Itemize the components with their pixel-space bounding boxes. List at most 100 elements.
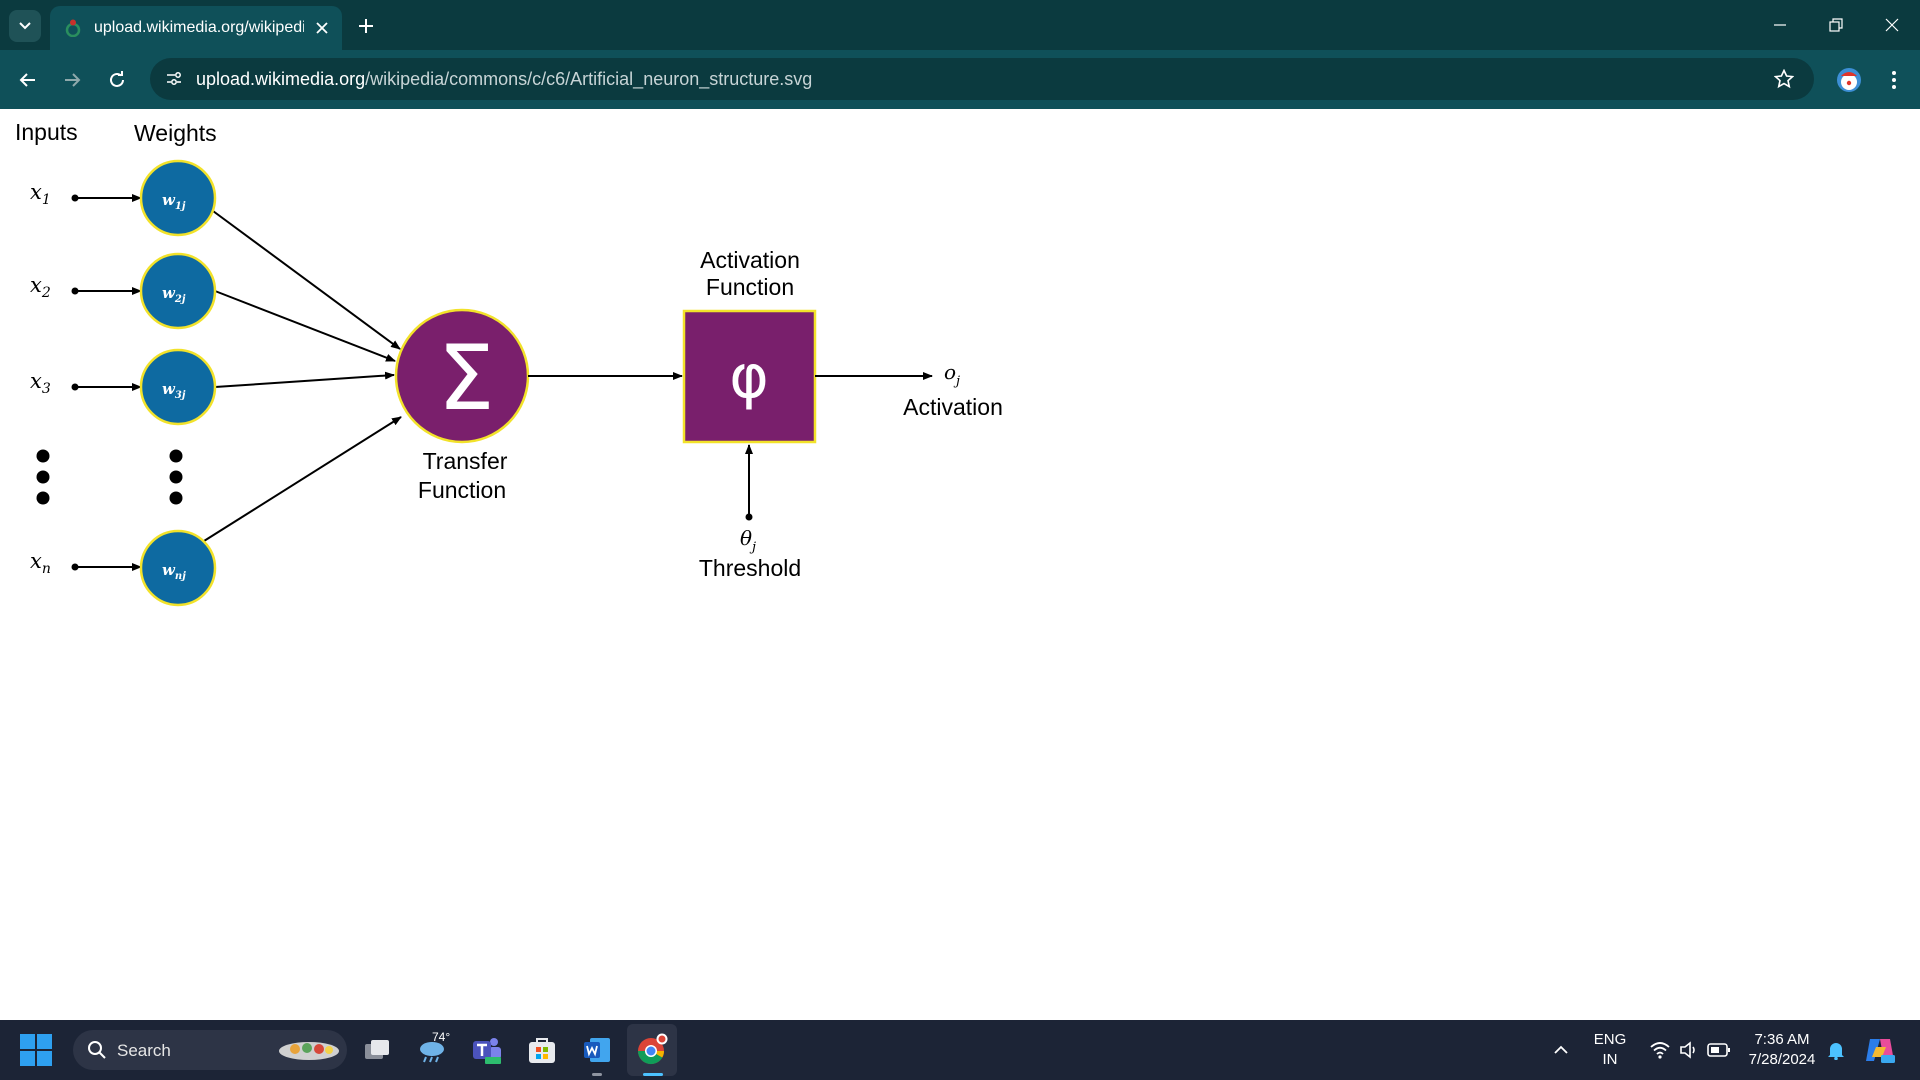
threshold-label: Threshold [699, 555, 801, 581]
input-label: x1 [30, 180, 51, 208]
quick-settings-button[interactable] [1640, 1030, 1740, 1070]
window-controls [1752, 0, 1920, 50]
svg-text:w2j: w2j [162, 284, 186, 305]
input-label: x2 [30, 273, 51, 301]
restore-icon [1829, 18, 1843, 32]
task-view-icon [365, 1040, 389, 1059]
language-code: ENG [1593, 1031, 1627, 1048]
teams-button[interactable] [467, 1030, 507, 1070]
task-view-button[interactable] [357, 1030, 397, 1070]
minimize-button[interactable] [1752, 0, 1808, 50]
search-highlight-icon [279, 1042, 339, 1060]
browser-titlebar: upload.wikimedia.org/wikipedia/commons/c… [0, 0, 1920, 50]
svg-text:w3j: w3j [162, 380, 186, 401]
weight-to-sum-arrow [214, 290, 396, 362]
copilot-button[interactable] [1860, 1030, 1900, 1070]
taskbar: Search 74° ENG IN 7:36 AM 7/28/2024 [0, 1020, 1920, 1080]
teams-icon [473, 1038, 501, 1064]
chrome-icon [637, 1033, 668, 1065]
bookmark-star-icon[interactable] [1772, 67, 1796, 91]
browser-menu-button[interactable] [1878, 64, 1910, 96]
browser-tab[interactable]: upload.wikimedia.org/wikipedia/commons/c… [50, 6, 342, 50]
site-info-icon[interactable] [162, 67, 186, 91]
chevron-down-icon [19, 22, 31, 30]
close-icon [1885, 18, 1899, 32]
arrow-right-icon [65, 73, 81, 87]
inputs-header: Inputs [15, 119, 78, 145]
weight-node: w3j [139, 348, 217, 426]
close-window-button[interactable] [1864, 0, 1920, 50]
input-label: xn [30, 549, 51, 577]
notifications-button[interactable] [1816, 1030, 1856, 1070]
search-icon [88, 1041, 106, 1059]
word-icon [584, 1038, 610, 1062]
svg-text:x1: x1 [30, 180, 51, 208]
weight-node: w1j [139, 159, 217, 237]
page-content: Inputs Weights x1 x2 x3 xn w1j [0, 109, 1920, 1020]
back-button[interactable] [12, 64, 44, 96]
input-arrow [71, 563, 142, 571]
svg-text:w1j: w1j [162, 191, 186, 212]
more-vertical-icon [1892, 71, 1896, 89]
address-bar[interactable]: upload.wikimedia.org/wikipedia/commons/c… [150, 58, 1814, 100]
profile-avatar[interactable] [1832, 63, 1866, 97]
chrome-active-indicator [643, 1073, 663, 1076]
threshold-arrow [745, 444, 753, 521]
url-text: upload.wikimedia.org/wikipedia/commons/c… [196, 69, 812, 90]
search-label: Search [117, 1041, 171, 1060]
store-icon [529, 1038, 555, 1063]
weight-node: w2j [139, 252, 217, 330]
clock-date: 7/28/2024 [1748, 1051, 1816, 1068]
weight-node: wnj [139, 529, 217, 607]
restore-button[interactable] [1808, 0, 1864, 50]
bell-icon [1828, 1043, 1844, 1060]
language-region: IN [1602, 1051, 1618, 1068]
cloud-rain-icon [420, 1042, 444, 1063]
phi-symbol: φ [729, 342, 769, 412]
copilot-icon [1866, 1039, 1895, 1063]
minimize-icon [1774, 24, 1786, 26]
weather-temperature: 74° [432, 1030, 451, 1044]
inputs-ellipsis [36, 449, 50, 505]
transfer-label-line2: Function [418, 477, 506, 503]
taskbar-search[interactable]: Search [73, 1030, 347, 1070]
language-indicator[interactable]: ENG IN [1590, 1030, 1630, 1070]
word-button[interactable] [577, 1030, 617, 1070]
activation-function-box: φ [682, 309, 817, 444]
avatar-icon [1837, 68, 1861, 92]
threshold-symbol: θj [740, 526, 756, 555]
weight-to-sum-arrow [214, 371, 395, 388]
chevron-up-icon [1554, 1045, 1568, 1054]
show-hidden-icons-button[interactable] [1541, 1030, 1581, 1070]
weights-ellipsis [169, 449, 183, 505]
microsoft-store-button[interactable] [522, 1030, 562, 1070]
clock-time: 7:36 AM [1754, 1031, 1810, 1048]
close-icon[interactable] [312, 18, 332, 38]
svg-text:x3: x3 [30, 369, 51, 397]
tab-title: upload.wikimedia.org/wikipedia/commons/c… [94, 19, 304, 36]
url-host: upload.wikimedia.org [196, 69, 366, 89]
svg-text:xn: xn [30, 549, 51, 577]
input-label: x3 [30, 369, 51, 397]
plus-icon [359, 19, 373, 33]
clock[interactable]: 7:36 AM 7/28/2024 [1740, 1030, 1824, 1070]
battery-icon [1707, 1043, 1730, 1057]
output-symbol: oj [944, 360, 960, 389]
transfer-label-line1: Transfer [423, 448, 508, 474]
wikimedia-icon [64, 19, 82, 37]
activation-function-label-line2: Function [706, 274, 794, 300]
weather-widget[interactable] [412, 1030, 452, 1070]
forward-button[interactable] [56, 64, 88, 96]
new-tab-button[interactable] [352, 12, 380, 40]
volume-icon [1680, 1041, 1695, 1059]
reload-button[interactable] [101, 64, 133, 96]
start-button[interactable] [20, 1034, 52, 1066]
wifi-icon [1650, 1042, 1670, 1059]
input-arrow [71, 194, 142, 202]
output-label: Activation [903, 394, 1003, 420]
browser-toolbar: upload.wikimedia.org/wikipedia/commons/c… [0, 50, 1920, 109]
url-path: /wikipedia/commons/c/c6/Artificial_neuro… [365, 69, 813, 89]
chrome-button[interactable] [632, 1030, 672, 1070]
word-running-indicator [592, 1073, 602, 1076]
tab-search-button[interactable] [9, 10, 41, 42]
